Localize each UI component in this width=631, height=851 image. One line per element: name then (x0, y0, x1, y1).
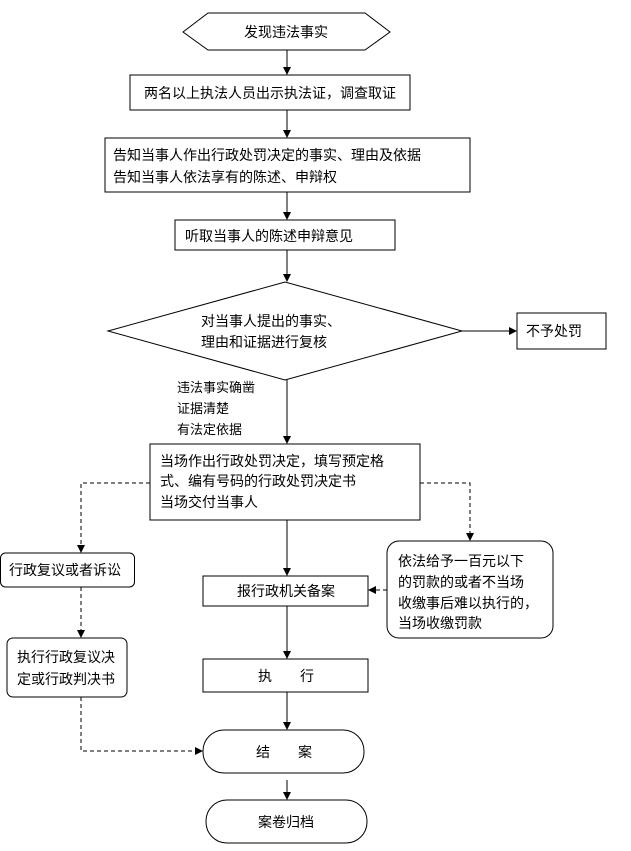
step1-label: 两名以上执法人员出示执法证，调查取证 (144, 86, 396, 102)
archive-terminator (205, 799, 368, 844)
execute-appeal-label-2: 定或行政判决书 (17, 672, 115, 688)
dashed-arrow (80, 697, 203, 755)
condition-label-3: 有法定依据 (177, 423, 242, 438)
decision-label-1: 当场作出行政处罚决定，填写预定格 (160, 454, 384, 470)
condition-label-1: 违法事实确凿 (177, 381, 255, 396)
execute-box (202, 658, 369, 693)
start-hexagon (182, 12, 391, 51)
review-diamond (106, 281, 464, 381)
step2-box (104, 137, 471, 193)
archive-label: 案卷归档 (258, 814, 314, 831)
dashed-arrow (77, 482, 150, 553)
step2-label-2: 告知当事人依法享有的陈述、申辩权 (113, 169, 337, 186)
dashed-arrow (420, 482, 474, 541)
fine-case-box (386, 540, 554, 639)
connectors (77, 50, 517, 800)
fine-case-label-3: 收缴事后难以执行的， (398, 596, 538, 612)
step3-label: 听取当事人的陈述申辩意见 (185, 228, 353, 245)
decision-label-2: 式、编有号码的行政处罚决定书 (160, 474, 356, 490)
appeal-label: 行政复议或者诉讼 (9, 562, 121, 579)
file-report-label: 报行政机关备案 (237, 583, 335, 600)
review-label-1: 对当事人提出的事实、 (201, 314, 341, 330)
decision-box (149, 443, 421, 521)
close-terminator (202, 729, 365, 774)
step2-label-1: 告知当事人作出行政处罚决定的事实、理由及依据 (113, 147, 421, 164)
condition-label-2: 证据清楚 (177, 402, 229, 417)
fine-case-label-2: 的罚款的或者不当场 (398, 575, 524, 591)
file-report-box (202, 575, 369, 607)
no-penalty-label: 不予处罚 (526, 324, 582, 340)
execute-appeal-box (6, 637, 128, 698)
fine-case-label-1: 依法给予一百元以下 (398, 554, 524, 570)
close-label: 结 案 (256, 744, 312, 761)
appeal-box (0, 552, 135, 588)
step1-box (129, 74, 411, 111)
review-label-2: 理由和证据进行复核 (201, 334, 327, 351)
execute-appeal-label-1: 执行行政复议决 (17, 649, 115, 666)
fine-case-label-4: 当场收缴罚款 (398, 616, 482, 632)
start-label: 发现违法事实 (244, 25, 328, 41)
execute-label: 执 行 (258, 669, 314, 685)
no-penalty-box (516, 312, 607, 350)
decision-label-3: 当场交付当事人 (160, 494, 258, 511)
step3-box (174, 219, 396, 251)
